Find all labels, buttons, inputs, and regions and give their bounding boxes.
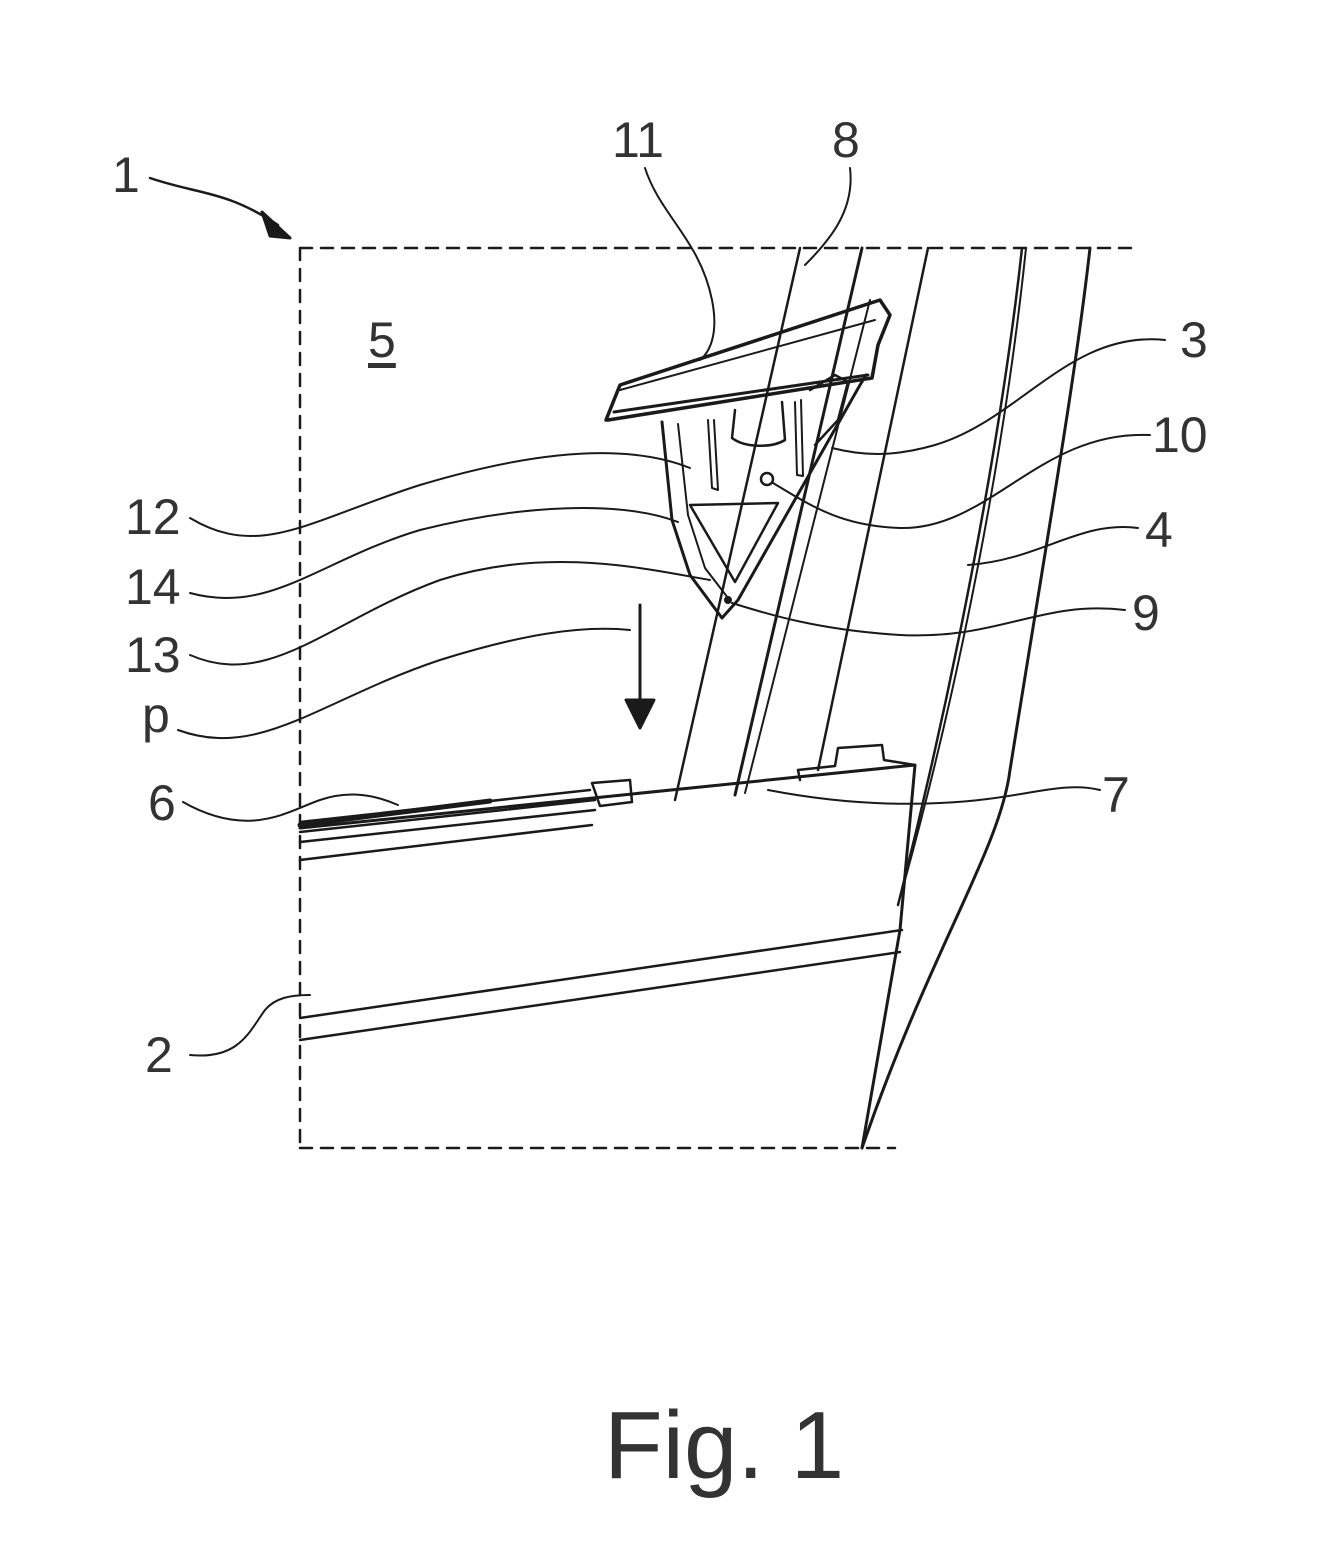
leader-line-9 <box>731 602 1126 637</box>
clip-head <box>604 298 892 422</box>
leader-line-12 <box>189 452 691 537</box>
arrowhead-1 <box>260 210 292 240</box>
leader-line-6 <box>182 793 399 822</box>
ref-numeral-2: 2 <box>145 1027 173 1083</box>
frame-line-b <box>733 246 864 797</box>
leader-line-2 <box>189 994 311 1057</box>
clip-slot-right <box>794 399 804 477</box>
ref-numeral-12: 12 <box>125 489 181 545</box>
ref-numeral-3: 3 <box>1180 312 1208 368</box>
ref-numeral-14: 14 <box>125 559 181 615</box>
ref-numeral-13: 13 <box>125 627 181 683</box>
door-crease-bottom <box>298 950 902 1042</box>
figure-caption: Fig. 1 <box>604 1392 845 1499</box>
door-outline <box>298 763 917 1150</box>
ref-numeral-4: 4 <box>1145 502 1173 558</box>
belt-strip <box>298 788 597 862</box>
ref-numeral-11: 11 <box>612 112 664 168</box>
frame-line-e <box>896 246 1024 907</box>
detail-boundary-dashed <box>298 246 1137 1150</box>
leader-line-3 <box>831 338 1166 455</box>
clip-slot-left <box>707 419 719 491</box>
clip-u-slot <box>730 400 787 447</box>
ref-numeral-8: 8 <box>832 112 860 168</box>
leader-line-14 <box>189 507 679 600</box>
clip-right-flange <box>808 373 850 447</box>
leader-line-7 <box>767 786 1101 805</box>
ref-numeral-5: 5 <box>368 312 396 368</box>
ref-numeral-10: 10 <box>1152 407 1208 463</box>
ref-letter-p: p <box>142 687 170 743</box>
frame-line-a <box>673 246 802 802</box>
direction-arrowhead <box>624 698 656 730</box>
rear-clip <box>796 743 917 772</box>
point-9 <box>724 596 732 604</box>
leader-line-1 <box>148 176 280 227</box>
clip-body-inner <box>677 423 729 599</box>
frame-line-g <box>860 246 1092 1150</box>
rear-clip-foot <box>796 768 802 782</box>
frame-line-d <box>816 246 930 772</box>
clip-head-edge <box>619 319 876 391</box>
leader-line-10 <box>772 433 1151 530</box>
hole-10 <box>759 471 775 487</box>
ref-numeral-9: 9 <box>1132 585 1160 641</box>
door-crease-top <box>298 928 904 1020</box>
ref-numeral-1: 1 <box>112 147 140 203</box>
leader-line-8 <box>804 167 852 266</box>
leader-line-p <box>177 627 631 740</box>
belt-strip-thick <box>297 798 493 828</box>
leader-line-11 <box>644 167 716 361</box>
frame-line-c <box>744 299 871 794</box>
clip-triangle-window <box>688 501 780 584</box>
leader-line-4 <box>967 525 1139 566</box>
ref-numeral-6: 6 <box>148 775 176 831</box>
leader-line-13 <box>189 561 711 666</box>
belt-clip <box>590 778 634 808</box>
ref-numeral-7: 7 <box>1102 767 1130 823</box>
